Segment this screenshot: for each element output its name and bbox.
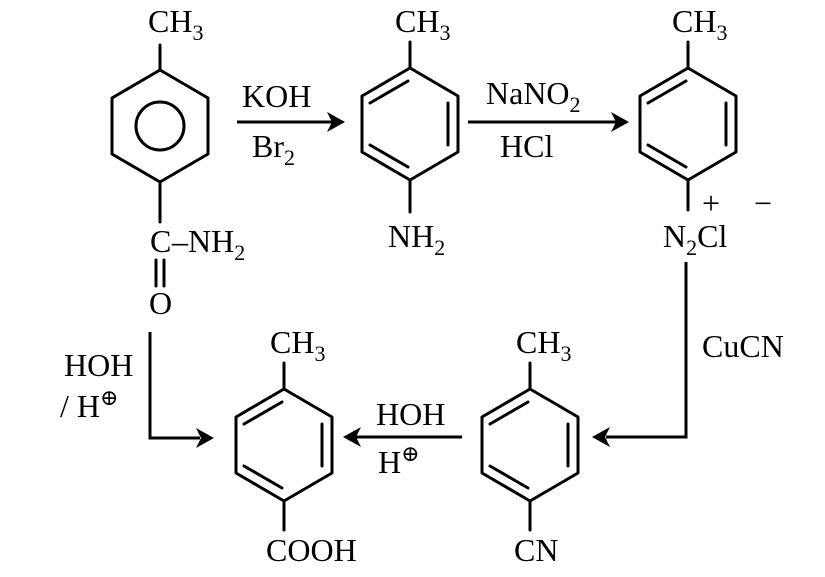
- diazonium-inner-bond-3: [646, 143, 688, 169]
- nitrile-inner-bond-1: [488, 400, 530, 426]
- arrow-sandmeyer-head: [592, 427, 610, 447]
- aniline-methyl-label: CH3: [395, 3, 450, 45]
- nitrile-cn-label: CN: [514, 532, 558, 568]
- nitrile-benzene-ring: [480, 387, 580, 503]
- compound-p-toluamide: CH3 C –NH2 O: [110, 3, 245, 321]
- amide-nh2-label: –NH2: [171, 223, 245, 265]
- arrow-sandmeyer-shaft: [606, 262, 688, 439]
- arrow-nitrile-hydrolysis: HOH H⊕: [343, 396, 462, 480]
- diazonium-methyl-label: CH3: [672, 3, 727, 45]
- diazonium-n2-cl-label: N2Cl: [663, 218, 727, 260]
- diazonium-plus-charge: +: [702, 185, 720, 221]
- compound-p-tolunitrile: CH3 CN: [480, 324, 580, 568]
- arrow-amide-hydrolysis-head: [196, 428, 214, 448]
- nitrile-methyl-label: CH3: [516, 324, 571, 366]
- amide-methyl-label: CH3: [148, 3, 203, 45]
- compound-p-toluidine: CH3 NH2: [360, 3, 460, 260]
- reagent-br2: Br2: [252, 128, 295, 170]
- aniline-inner-bond-3: [368, 143, 410, 169]
- diazonium-minus-charge: −: [754, 185, 772, 221]
- reagent-hoh-left: HOH: [64, 347, 133, 383]
- diazonium-benzene-ring: [638, 66, 738, 182]
- acid-cooh-label: COOH: [266, 532, 357, 568]
- reagent-nano2: NaNO2: [486, 75, 581, 117]
- arrow-diazotization-head: [611, 112, 629, 132]
- nitrile-inner-bond-3: [488, 464, 530, 490]
- arrow-hofmann: KOH Br2: [237, 78, 345, 170]
- amide-carbonyl-carbon: C: [150, 223, 171, 259]
- arrow-hofmann-head: [327, 112, 345, 132]
- amide-benzene-ring: [110, 68, 210, 184]
- reagent-cucn: CuCN: [702, 328, 784, 364]
- arrow-amide-hydrolysis: HOH / H⊕: [60, 332, 214, 448]
- compound-diazonium-salt: CH3 N2Cl + −: [638, 3, 772, 260]
- reagent-h-plus-left: / H⊕: [60, 385, 118, 424]
- acid-benzene-ring: [234, 387, 334, 503]
- reagent-koh: KOH: [242, 78, 311, 114]
- arrow-amide-hydrolysis-shaft: [148, 332, 200, 440]
- amide-aromatic-circle: [134, 100, 186, 152]
- reagent-hoh-top: HOH: [376, 396, 445, 432]
- acid-inner-bond-1: [242, 400, 284, 426]
- compound-p-toluic-acid: CH3 COOH: [234, 324, 357, 568]
- arrow-sandmeyer: CuCN: [592, 262, 784, 447]
- aniline-benzene-ring: [360, 66, 460, 182]
- aniline-inner-bond-1: [368, 79, 410, 105]
- arrow-nitrile-hydrolysis-head: [343, 427, 361, 447]
- acid-methyl-label: CH3: [270, 324, 325, 366]
- acid-inner-bond-3: [242, 464, 284, 490]
- reagent-hcl: HCl: [500, 128, 553, 164]
- aniline-nh2-label: NH2: [388, 218, 445, 260]
- amide-oxygen-label: O: [149, 285, 172, 321]
- diazonium-inner-bond-1: [646, 79, 688, 105]
- arrow-diazotization: NaNO2 HCl: [468, 75, 629, 164]
- reagent-h-plus-right: H⊕: [378, 441, 420, 480]
